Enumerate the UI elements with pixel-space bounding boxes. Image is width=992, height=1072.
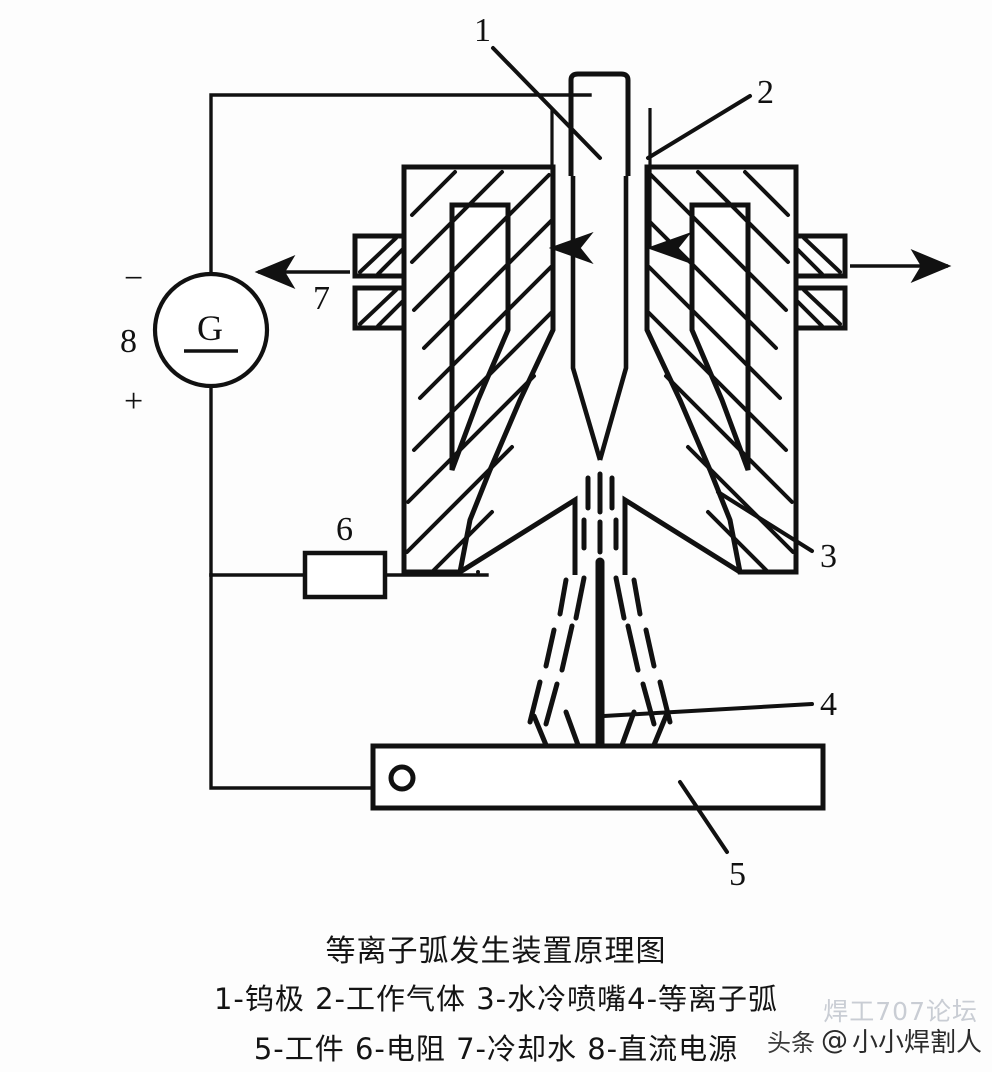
callout-leader-lines bbox=[491, 46, 814, 854]
negative-terminal-sign: − bbox=[124, 260, 144, 297]
torch-body-left-section bbox=[352, 164, 556, 575]
callout-2: 2 bbox=[757, 74, 774, 111]
callout-1: 1 bbox=[474, 12, 491, 49]
callout-5: 5 bbox=[729, 856, 746, 893]
watermark-at-sign: @ bbox=[820, 1025, 848, 1056]
positive-terminal-sign: + bbox=[124, 383, 144, 420]
generator-symbol-letter: G bbox=[197, 308, 223, 348]
plasma-arc-jet bbox=[527, 471, 673, 750]
figure-title: 等离子弧发生装置原理图 bbox=[325, 934, 667, 969]
dc-power-supply-symbol bbox=[152, 271, 270, 389]
watermark-platform-label: 头条 bbox=[766, 1029, 815, 1057]
callout-3: 3 bbox=[820, 538, 837, 575]
callout-4: 4 bbox=[820, 686, 837, 723]
nozzle-orifice bbox=[458, 495, 742, 575]
callout-6: 6 bbox=[336, 511, 353, 548]
callout-7: 7 bbox=[313, 280, 330, 317]
watermark-author: 头条 @ 小小焊割人 bbox=[767, 1022, 982, 1059]
watermark-forum-text: 焊工707论坛 bbox=[823, 997, 978, 1026]
watermark-handle: 小小焊割人 bbox=[851, 1028, 982, 1058]
callout-8: 8 bbox=[120, 323, 137, 360]
workpiece bbox=[370, 743, 826, 811]
resistor-symbol bbox=[302, 550, 388, 600]
figure-legend-line-1: 1-钨极 2-工作气体 3-水冷喷嘴4-等离子弧 bbox=[213, 982, 779, 1016]
working-gas-arrows bbox=[548, 108, 692, 264]
tungsten-electrode bbox=[568, 71, 631, 176]
electrode-shank bbox=[570, 176, 629, 461]
power-circuit-wiring bbox=[209, 93, 592, 790]
figure-legend-line-2: 5-工件 6-电阻 7-冷却水 8-直流电源 bbox=[253, 1032, 739, 1066]
